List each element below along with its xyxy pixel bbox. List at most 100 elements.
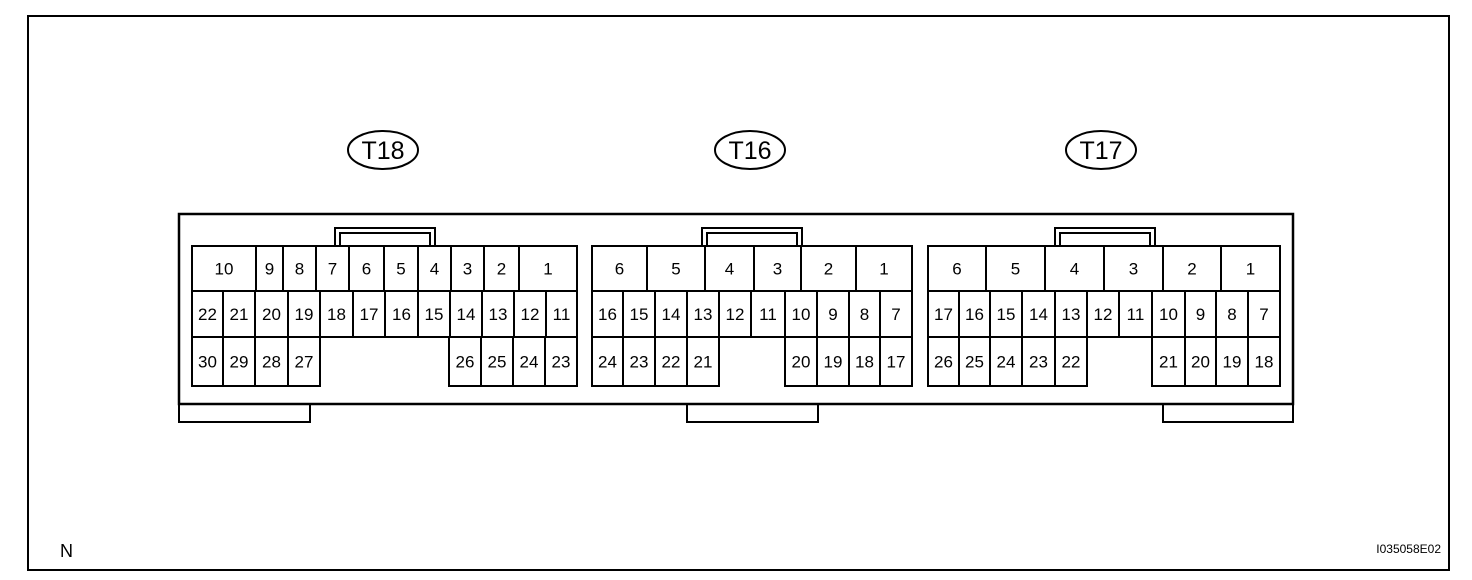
pin-number: 5	[1011, 260, 1020, 279]
pin-number: 12	[726, 305, 745, 324]
pin-number: 3	[463, 260, 472, 279]
pin-number: 27	[295, 353, 314, 372]
pin-number: 13	[1062, 305, 1081, 324]
pin-number: 24	[520, 353, 539, 372]
pin-number: 9	[265, 260, 274, 279]
pin-number: 4	[430, 260, 439, 279]
connector-name-t16: T16	[728, 137, 771, 165]
pin-number: 5	[396, 260, 405, 279]
pin-number: 2	[497, 260, 506, 279]
pin-number: 15	[997, 305, 1016, 324]
pin-number: 9	[1196, 305, 1205, 324]
pin-number: 14	[1029, 305, 1048, 324]
pin-number: 10	[1159, 305, 1178, 324]
pin-number: 12	[1094, 305, 1113, 324]
pin-number: 7	[1259, 305, 1268, 324]
connector-label-t16: T16	[714, 130, 786, 170]
pin-number: 19	[824, 353, 843, 372]
latch-t16	[701, 227, 803, 246]
pin-number: 20	[792, 353, 811, 372]
diagram-border	[27, 15, 1450, 571]
housing-foot-right	[1162, 404, 1294, 423]
connector-name-t18: T18	[361, 137, 404, 165]
pin-number: 29	[230, 353, 249, 372]
pin-cell	[287, 336, 321, 387]
pin-number: 19	[1223, 353, 1242, 372]
pin-number: 22	[1062, 353, 1081, 372]
housing-foot-left	[178, 404, 311, 423]
pin-number: 4	[725, 260, 734, 279]
pin-number: 20	[262, 305, 281, 324]
connector-label-t17: T17	[1065, 130, 1137, 170]
pin-number: 7	[328, 260, 337, 279]
pin-number: 6	[615, 260, 624, 279]
pin-number: 25	[965, 353, 984, 372]
pin-cell	[544, 336, 578, 387]
pin-number: 18	[855, 353, 874, 372]
connector-label-t18: T18	[347, 130, 419, 170]
housing-foot-center	[686, 404, 819, 423]
pin-number: 17	[934, 305, 953, 324]
pin-number: 21	[230, 305, 249, 324]
pin-number: 26	[456, 353, 475, 372]
pin-number: 1	[879, 260, 888, 279]
pin-number: 25	[488, 353, 507, 372]
pin-number: 8	[860, 305, 869, 324]
pin-number: 18	[327, 305, 346, 324]
pin-number: 20	[1191, 353, 1210, 372]
pin-number: 8	[1227, 305, 1236, 324]
pin-number: 13	[489, 305, 508, 324]
pin-number: 15	[425, 305, 444, 324]
pin-number: 11	[759, 305, 777, 324]
pin-number: 15	[630, 305, 649, 324]
pin-number: 11	[1127, 305, 1145, 324]
pin-cell	[879, 336, 913, 387]
pin-number: 26	[934, 353, 953, 372]
pin-cell	[1054, 336, 1088, 387]
pin-number: 9	[828, 305, 837, 324]
pin-number: 6	[952, 260, 961, 279]
pin-number: 10	[215, 260, 234, 279]
pin-number: 10	[792, 305, 811, 324]
pin-number: 23	[552, 353, 571, 372]
pin-number: 11	[553, 305, 571, 324]
pin-number: 18	[1255, 353, 1274, 372]
pin-number: 4	[1070, 260, 1079, 279]
pin-number: 17	[887, 353, 906, 372]
pin-cell	[1247, 336, 1281, 387]
pin-number: 22	[198, 305, 217, 324]
pin-number: 5	[671, 260, 680, 279]
view-label: N	[60, 541, 73, 561]
pin-number: 22	[662, 353, 681, 372]
pin-number: 30	[198, 353, 217, 372]
pin-number: 14	[457, 305, 476, 324]
pin-number: 28	[262, 353, 281, 372]
pin-number: 3	[1129, 260, 1138, 279]
pin-number: 7	[891, 305, 900, 324]
pin-number: 23	[1029, 353, 1048, 372]
pin-number: 13	[694, 305, 713, 324]
pin-number: 1	[543, 260, 552, 279]
pin-number: 8	[295, 260, 304, 279]
pin-number: 21	[694, 353, 713, 372]
pin-number: 17	[360, 305, 379, 324]
pin-number: 21	[1159, 353, 1178, 372]
latch-t18	[334, 227, 436, 246]
pin-number: 2	[1187, 260, 1196, 279]
pin-number: 16	[598, 305, 617, 324]
connector-housing	[177, 212, 1295, 406]
pin-number: 2	[824, 260, 833, 279]
pin-number: 16	[965, 305, 984, 324]
pin-number: 12	[521, 305, 540, 324]
pin-number: 19	[295, 305, 314, 324]
pin-number: 24	[598, 353, 617, 372]
pin-cell	[686, 336, 720, 387]
connector-name-t17: T17	[1079, 137, 1122, 165]
pin-number: 14	[662, 305, 681, 324]
pin-number: 1	[1246, 260, 1255, 279]
latch-t17	[1054, 227, 1156, 246]
pin-number: 16	[392, 305, 411, 324]
figure-id: I035058E02	[1376, 542, 1441, 556]
